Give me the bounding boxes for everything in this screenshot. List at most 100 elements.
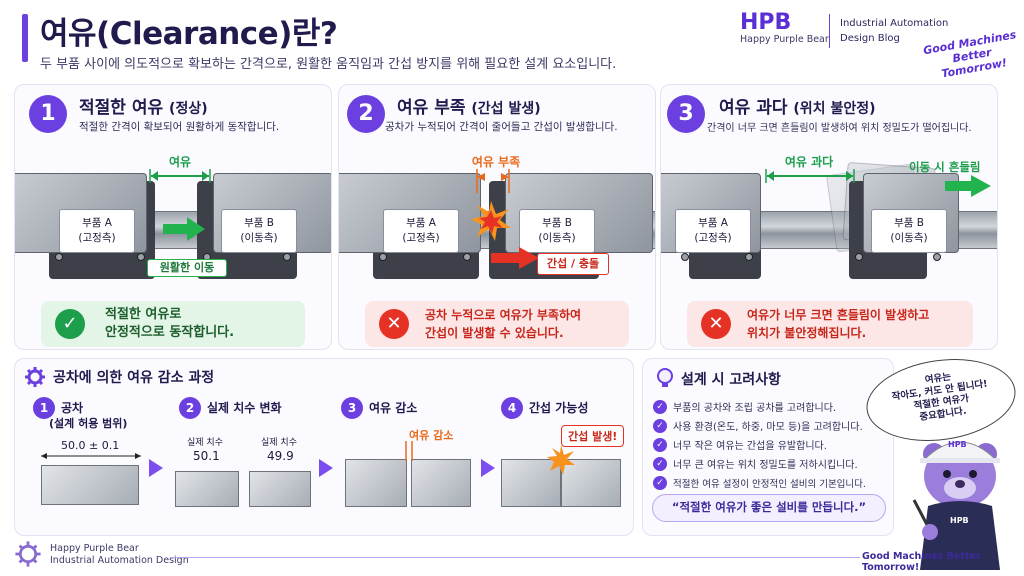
interference-callout: 간섭 발생! [561, 425, 625, 447]
footer-slogan: Good Machines Better Tomorrow! [862, 551, 981, 573]
part-a-label: 부품 A(고정측) [675, 209, 751, 253]
dim-value: 50.1 [193, 449, 220, 463]
list-item: ✓너무 작은 여유는 간섭을 유발합니다. [653, 435, 866, 454]
screw-icon [745, 253, 753, 261]
status-box: ✕ 여유가 너무 크면 흔들림이 발생하고 위치가 불안정해집니다. [687, 301, 973, 347]
panel-desc: 적절한 간격이 확보되어 원활하게 동작합니다. [79, 121, 280, 133]
brand-logo: HPB [740, 10, 792, 35]
step-label: 실제 치수 변화 [207, 401, 282, 415]
gap-label: 여유 [168, 155, 192, 169]
step-label: 공차 [61, 401, 84, 415]
page-title: 여유(Clearance)란? [40, 16, 338, 52]
panel-title: 적절한 여유 (정상) [79, 98, 208, 118]
list-item: ✓사용 환경(온도, 하중, 마모 등)을 고려합니다. [653, 416, 866, 435]
list-item: ✓적절한 여유 설정이 안정적인 설비의 기본입니다. [653, 473, 866, 492]
check-icon: ✓ [653, 437, 667, 452]
helmet-logo: HPB [948, 440, 967, 449]
gap-dimension-arrow-icon [476, 169, 510, 193]
gear-icon [15, 541, 41, 567]
check-icon: ✓ [55, 309, 85, 339]
gear-icon [25, 367, 45, 387]
panel-normal: 1 적절한 여유 (정상) 적절한 간격이 확보되어 원활하게 동작합니다. 부… [14, 84, 332, 350]
panel-number: 2 [347, 95, 385, 133]
part-cube [561, 459, 621, 507]
considerations-list: ✓부품의 공차와 조립 공차를 고려합니다. ✓사용 환경(온도, 하중, 마모… [653, 397, 866, 492]
collision-spark-icon [471, 201, 511, 241]
interference-scene: 부품 A(고정측) 부품 B(이동측) 여유 부족 간섭 / 충돌 [339, 153, 655, 283]
dimension-line-icon [41, 453, 141, 459]
part-b-label: 부품 B(이동측) [871, 209, 947, 253]
panel-excessive: 3 여유 과다 (위치 불안정) 간격이 너무 크면 흔들림이 발생하여 위치 … [660, 84, 998, 350]
list-item: ✓부품의 공차와 조립 공차를 고려합니다. [653, 397, 866, 416]
gap-dimension-arrow-icon [149, 169, 211, 183]
part-cube [501, 459, 561, 507]
process-title: 공차에 의한 여유 감소 과정 [53, 370, 215, 386]
lightbulb-icon [657, 368, 673, 387]
step-number: 4 [501, 397, 523, 419]
panel-title: 여유 과다 (위치 불안정) [719, 98, 876, 118]
part-cube [411, 459, 471, 507]
gap-marker-icon [405, 441, 413, 461]
quote-box: “적절한 여유가 좋은 설비를 만듭니다.” [652, 494, 886, 522]
cross-icon: ✕ [379, 309, 409, 339]
brand-subtitle: Happy Purple Bear [740, 34, 829, 45]
screw-icon [55, 253, 63, 261]
wobble-scene: 부품 A(고정측) 부품 B(이동측) 여유 과다 이동 시 흔들림 [661, 153, 997, 283]
step-number: 2 [179, 397, 201, 419]
part-cube [345, 459, 407, 507]
part-a-label: 부품 A(고정측) [59, 209, 135, 253]
panel-title: 여유 부족 (간섭 발생) [397, 98, 541, 118]
list-item: ✓너무 큰 여유는 위치 정밀도를 저하시킵니다. [653, 454, 866, 473]
dim-label: 실제 치수 [261, 438, 297, 448]
step-label: 간섭 가능성 [529, 401, 589, 415]
tolerance-process-panel: 공차에 의한 여유 감소 과정 1 공차 (설계 허용 범위) 50.0 ± 0… [14, 358, 634, 536]
collision-label: 간섭 / 충돌 [537, 253, 609, 275]
panel-desc: 간격이 너무 크면 흔들림이 발생하여 위치 정밀도가 떨어집니다. [707, 123, 972, 134]
screw-icon [933, 253, 941, 261]
part-cube [175, 471, 239, 507]
wobble-label: 이동 시 흔들림 [909, 160, 981, 174]
shirt-logo: HPB [950, 516, 969, 525]
panel-desc: 공차가 누적되어 간격이 줄어들고 간섭이 발생합니다. [385, 121, 618, 133]
step-number: 1 [33, 397, 55, 419]
reduction-callout: 여유 감소 [409, 429, 454, 442]
bear-mascot-icon [912, 441, 1000, 570]
considerations-title: 설계 시 고려사항 [681, 372, 781, 388]
screw-icon [379, 253, 387, 261]
gap-label: 여유 과다 [784, 155, 834, 169]
cross-icon: ✕ [701, 309, 731, 339]
move-arrow-icon [163, 217, 205, 241]
move-arrow-icon [491, 247, 539, 269]
panel-insufficient: 2 여유 부족 (간섭 발생) 공차가 누적되어 간격이 줄어들고 간섭이 발생… [338, 84, 656, 350]
status-box: ✕ 공차 누적으로 여유가 부족하여 간섭이 발생할 수 있습니다. [365, 301, 629, 347]
part-a-label: 부품 A(고정측) [383, 209, 459, 253]
footer-brand: Happy Purple Bear Industrial Automation … [50, 543, 189, 566]
arrow-right-icon [149, 459, 163, 477]
arrow-right-icon [481, 459, 495, 477]
arrow-right-icon [319, 459, 333, 477]
header-divider [829, 14, 830, 48]
step-sublabel: (설계 허용 범위) [49, 417, 128, 430]
motion-label: 원활한 이동 [147, 259, 227, 277]
dim-label: 실제 치수 [187, 438, 223, 448]
screw-icon [463, 253, 471, 261]
move-arrow-icon [945, 175, 991, 197]
part-b-label: 부품 B(이동측) [221, 209, 297, 253]
check-icon: ✓ [653, 418, 667, 433]
gap-label: 여유 부족 [471, 155, 521, 169]
tolerance-value: 50.0 ± 0.1 [61, 439, 120, 452]
screw-icon [681, 253, 689, 261]
title-accent-bar [22, 14, 28, 62]
part-cube [249, 471, 311, 507]
dim-value: 49.9 [267, 449, 294, 463]
step-label: 여유 감소 [369, 401, 418, 415]
gap-dimension-arrow-icon [765, 169, 855, 183]
panel-number: 3 [667, 95, 705, 133]
check-icon: ✓ [653, 475, 667, 490]
panel-number: 1 [29, 95, 67, 133]
screw-icon [137, 253, 145, 261]
page-subtitle: 두 부품 사이에 의도적으로 확보하는 간격으로, 원활한 움직임과 간섭 방지… [40, 57, 617, 72]
footer-divider [170, 557, 860, 558]
screw-icon [855, 253, 863, 261]
check-icon: ✓ [653, 456, 667, 471]
